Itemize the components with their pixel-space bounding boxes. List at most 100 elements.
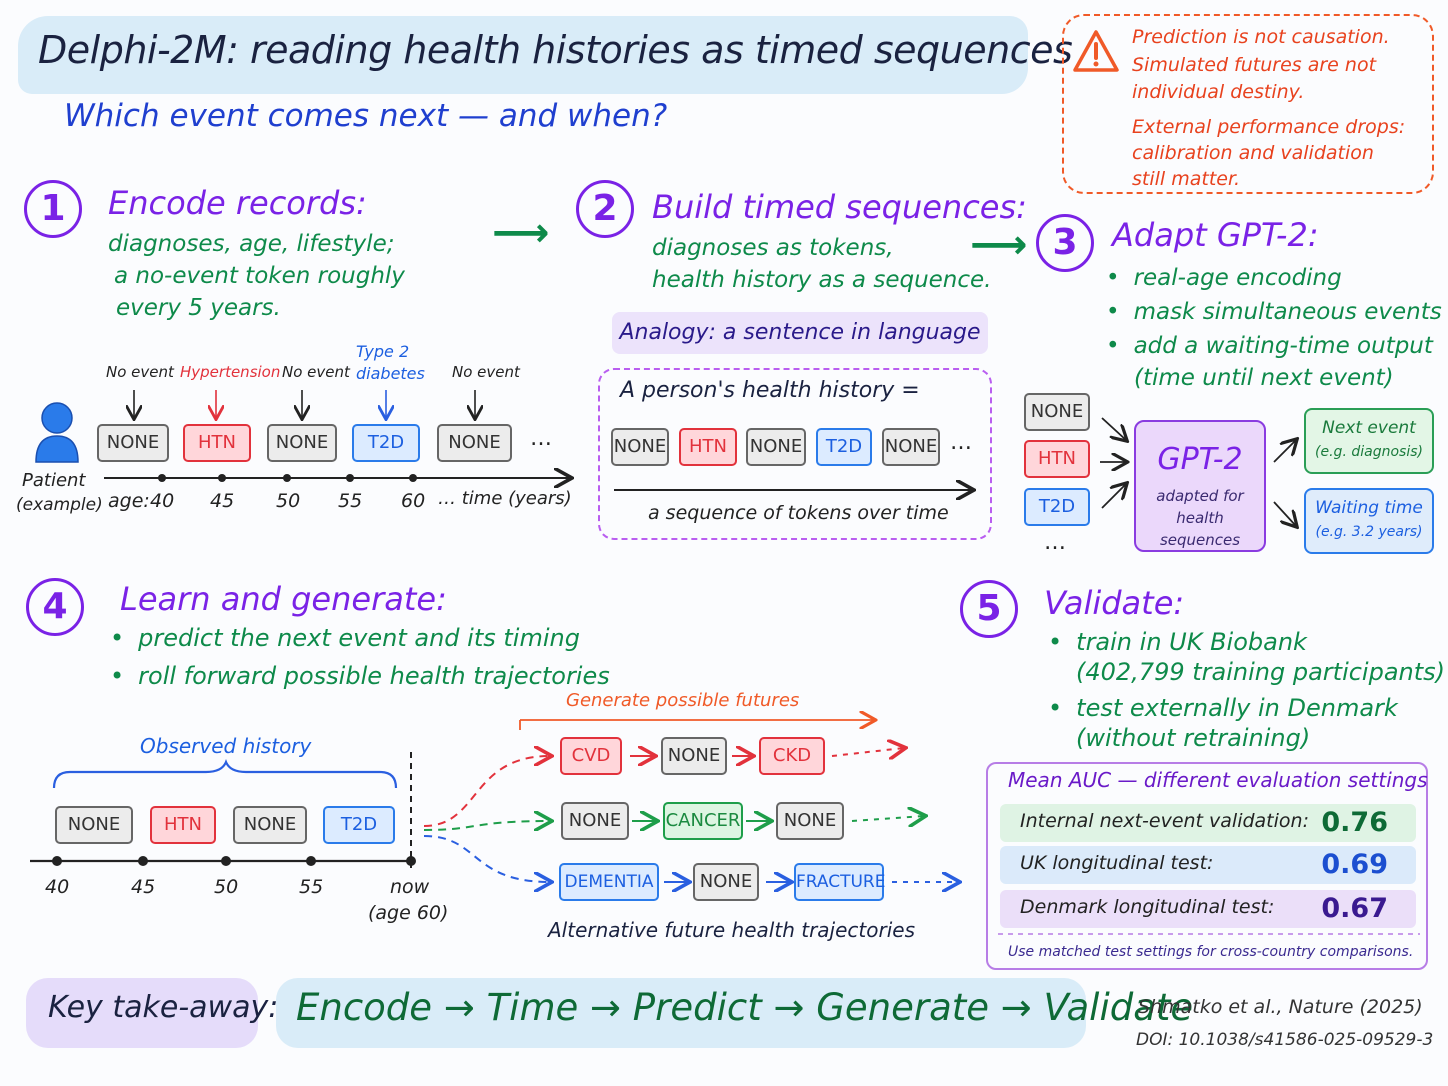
step-number: 3 bbox=[1036, 214, 1094, 272]
future-connector bbox=[851, 816, 924, 821]
output-subtitle: (e.g. diagnosis) bbox=[1315, 444, 1423, 460]
timeline-dot bbox=[158, 474, 166, 482]
age-prefix: age: bbox=[108, 490, 150, 512]
future-token: NONE bbox=[561, 802, 629, 840]
step-number: 2 bbox=[576, 180, 634, 238]
now-label: now bbox=[390, 876, 430, 898]
flow-arrow-icon: ⟶ bbox=[492, 210, 550, 256]
flow-arrow-icon: ⟶ bbox=[970, 222, 1028, 268]
token-none: NONE bbox=[55, 806, 133, 844]
ellipsis: … bbox=[950, 430, 972, 455]
auc-label: Internal next-event validation: bbox=[1020, 810, 1309, 832]
warning-line: External performance drops: bbox=[1132, 116, 1406, 138]
warning-line: Prediction is not causation. bbox=[1132, 26, 1390, 48]
age-tick: 45 bbox=[210, 490, 235, 512]
step-title: Learn and generate: bbox=[120, 580, 447, 618]
warning-line: still matter. bbox=[1132, 168, 1241, 190]
output-title: Next event bbox=[1322, 418, 1416, 438]
step-bullet: add a waiting-time output bbox=[1106, 330, 1433, 362]
step-bullet: roll forward possible health trajectorie… bbox=[110, 660, 610, 692]
auc-note: Use matched test settings for cross-coun… bbox=[1008, 944, 1414, 960]
timeline-dot bbox=[221, 856, 231, 866]
timeline-dot bbox=[346, 474, 354, 482]
future-token: CVD bbox=[560, 737, 622, 775]
event-label: No event bbox=[282, 363, 350, 381]
step-number: 4 bbox=[26, 578, 84, 636]
step-text: (402,799 training participants) bbox=[1076, 658, 1446, 686]
model-subtitle: adapted for health sequences bbox=[1136, 485, 1264, 551]
futures-caption: Alternative future health trajectories bbox=[548, 918, 915, 942]
generate-label: Generate possible futures bbox=[566, 690, 800, 711]
future-token: NONE bbox=[661, 737, 727, 775]
takeaway-label-box bbox=[26, 978, 258, 1048]
warning-icon bbox=[1073, 30, 1119, 72]
age-tick: 60 bbox=[401, 490, 426, 512]
event-label: Hypertension bbox=[180, 363, 281, 381]
token-none: NONE bbox=[882, 428, 940, 466]
ellipsis: … bbox=[1044, 530, 1066, 555]
future-token: NONE bbox=[693, 863, 759, 901]
ellipsis: … bbox=[530, 426, 552, 451]
page-title: Delphi-2M: reading health histories as t… bbox=[38, 28, 1073, 72]
step-bullet: test externally in Denmark bbox=[1048, 692, 1398, 724]
step-title: Build timed sequences: bbox=[652, 188, 1027, 226]
token-none: NONE bbox=[1024, 393, 1090, 431]
takeaway-label: Key take-away: bbox=[48, 990, 279, 1025]
token-t2d: T2D bbox=[323, 806, 395, 844]
auc-value: 0.67 bbox=[1321, 893, 1388, 924]
age-tick: 40 bbox=[150, 490, 175, 512]
citation: Shmatko et al., Nature (2025) bbox=[1138, 996, 1423, 1018]
gpt2-model-box: GPT-2 adapted for health sequences bbox=[1134, 420, 1266, 552]
token-t2d: T2D bbox=[352, 424, 420, 462]
token-t2d: T2D bbox=[1024, 488, 1090, 526]
patient-label: Patient bbox=[22, 470, 86, 491]
step-text: health history as a sequence. bbox=[652, 267, 992, 293]
timeline-dot bbox=[138, 856, 148, 866]
future-branch bbox=[423, 835, 550, 882]
step-text: (without retraining) bbox=[1076, 724, 1311, 752]
event-label: diabetes bbox=[356, 364, 425, 383]
now-age-label: (age 60) bbox=[368, 902, 449, 924]
waiting-time-output: Waiting time (e.g. 3.2 years) bbox=[1304, 488, 1434, 554]
auc-row: Internal next-event validation: 0.76 bbox=[1000, 804, 1416, 842]
output-subtitle: (e.g. 3.2 years) bbox=[1315, 524, 1423, 540]
warning-line: individual destiny. bbox=[1132, 81, 1305, 103]
observed-history-label: Observed history bbox=[140, 734, 312, 758]
future-token: CANCER bbox=[663, 802, 743, 840]
patient-icon bbox=[41, 402, 73, 434]
future-branch bbox=[423, 756, 550, 827]
step-bullet: mask simultaneous events bbox=[1106, 296, 1442, 328]
auc-value: 0.69 bbox=[1321, 849, 1388, 880]
step-number: 1 bbox=[24, 180, 82, 238]
future-connector bbox=[831, 748, 904, 756]
future-token: FRACTURE bbox=[794, 863, 885, 901]
future-token: CKD bbox=[759, 737, 825, 775]
step-bullet: predict the next event and its timing bbox=[110, 622, 580, 654]
future-branch bbox=[423, 821, 550, 830]
token-t2d: T2D bbox=[816, 428, 872, 466]
auc-row: UK longitudinal test: 0.69 bbox=[1000, 846, 1416, 884]
step-text: diagnoses as tokens, bbox=[652, 235, 894, 261]
timeline-dot bbox=[283, 474, 291, 482]
timeline-dot bbox=[218, 474, 226, 482]
token-none: NONE bbox=[437, 424, 512, 462]
future-token: NONE bbox=[776, 802, 844, 840]
warning-line: calibration and validation bbox=[1132, 142, 1374, 164]
auc-panel bbox=[986, 762, 1428, 970]
auc-label: Denmark longitudinal test: bbox=[1020, 896, 1275, 918]
output-arrow bbox=[1273, 501, 1296, 526]
input-arrow bbox=[1101, 484, 1126, 509]
age-tick: 50 bbox=[276, 490, 301, 512]
warning-line: Simulated futures are not bbox=[1132, 54, 1377, 76]
token-none: NONE bbox=[97, 424, 169, 462]
age-tick: 45 bbox=[131, 876, 156, 898]
age-tick: 55 bbox=[299, 876, 324, 898]
step-bullet: train in UK Biobank bbox=[1048, 626, 1307, 658]
step-text: a no-event token roughly bbox=[114, 263, 405, 289]
model-subtitle-line: health sequences bbox=[1159, 509, 1241, 549]
token-none: NONE bbox=[233, 806, 307, 844]
age-tick: 50 bbox=[214, 876, 239, 898]
time-axis-label: … time (years) bbox=[438, 488, 572, 509]
step-title: Adapt GPT-2: bbox=[1112, 216, 1319, 254]
token-htn: HTN bbox=[1024, 440, 1090, 478]
